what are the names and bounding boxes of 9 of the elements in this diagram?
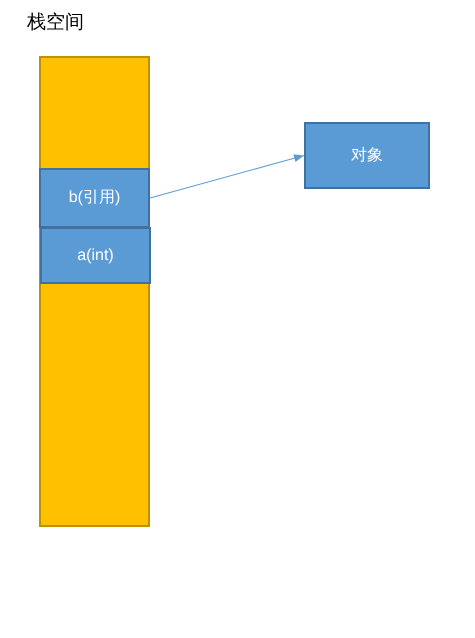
node-label: b(引用)	[68, 188, 120, 208]
node-label: 对象	[351, 146, 383, 166]
node-label: a(int)	[77, 246, 114, 266]
arrow	[150, 154, 304, 198]
title-text: 栈空间	[27, 11, 84, 35]
object-box	[304, 122, 430, 189]
stack-bar	[39, 56, 150, 527]
variable-box	[39, 168, 150, 228]
variable-box	[40, 227, 151, 284]
